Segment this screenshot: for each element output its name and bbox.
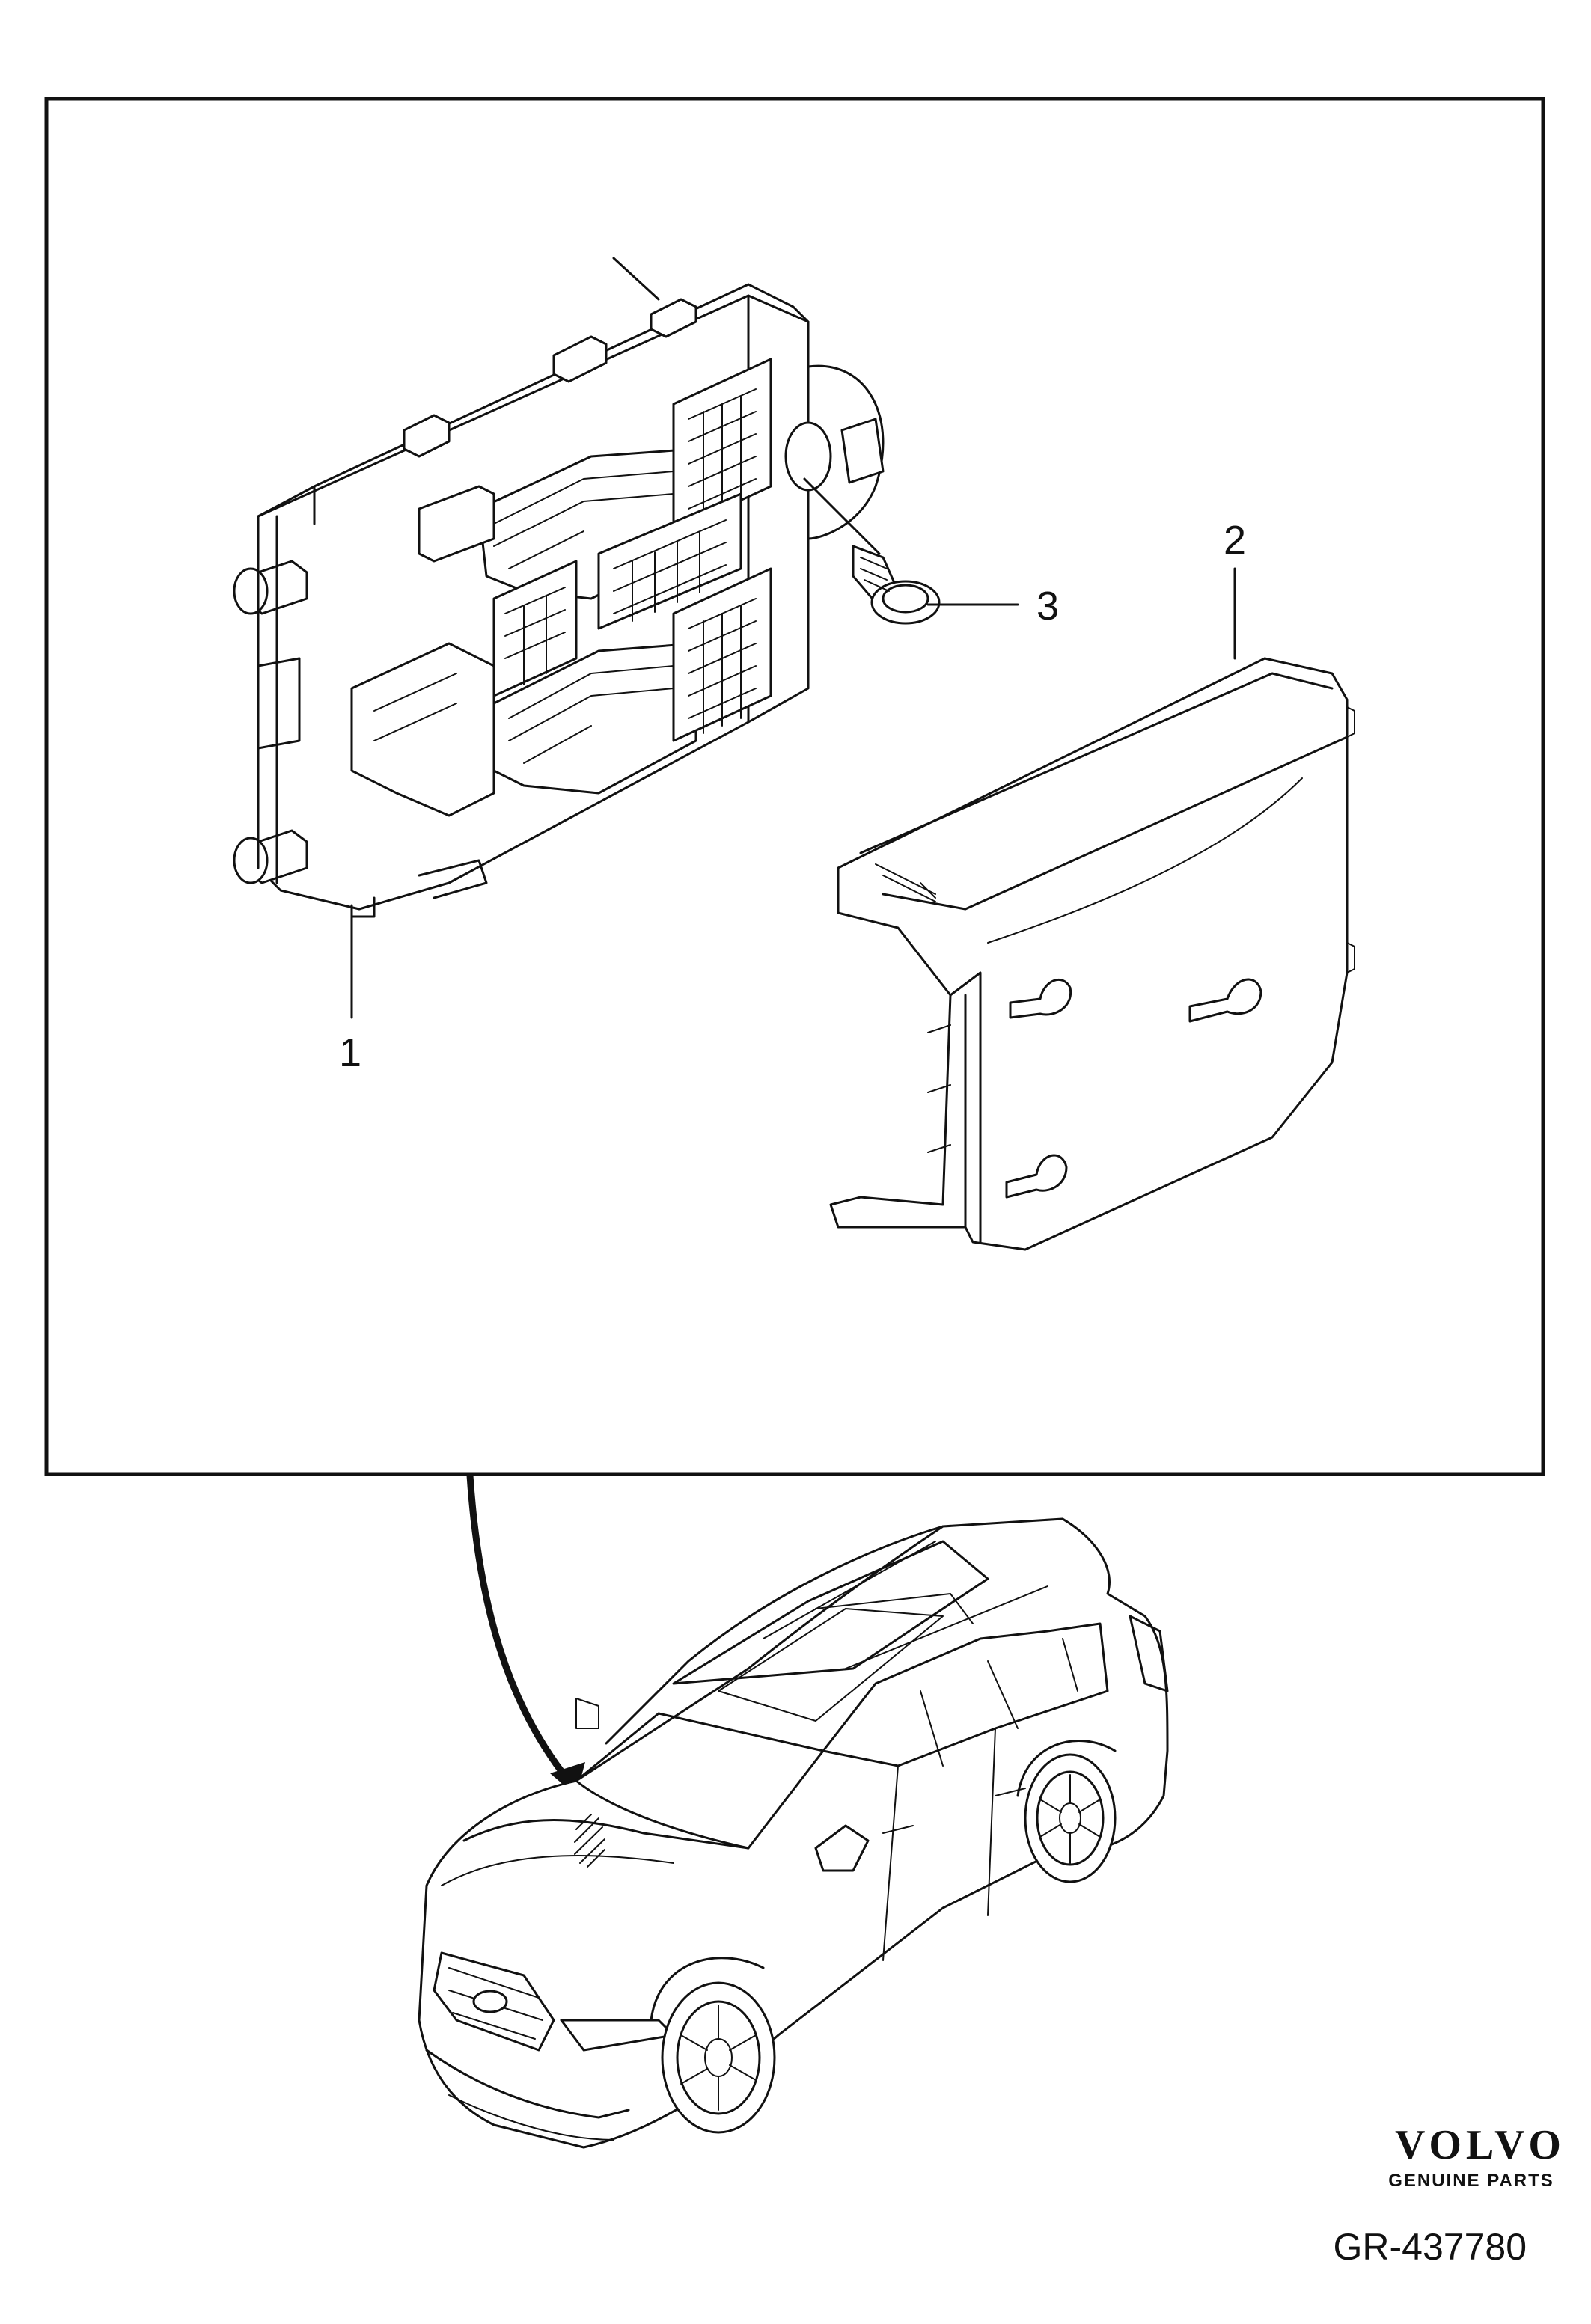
brand-tagline: GENUINE PARTS xyxy=(1388,2171,1554,2191)
brand-logo: VOLVO GENUINE PARTS xyxy=(1388,2122,1566,2191)
callout-2: 2 xyxy=(1224,518,1246,563)
part-3-screw xyxy=(803,477,941,625)
brand-wordmark: VOLVO xyxy=(1395,2122,1566,2168)
keyhole-slot-3 xyxy=(1005,1154,1068,1199)
fuse-block-right-upper xyxy=(672,358,772,533)
location-arrow xyxy=(466,1472,585,1796)
detail-frame xyxy=(44,97,1545,1476)
figure-reference: GR-437780 xyxy=(1334,2226,1527,2268)
callout-3: 3 xyxy=(1036,584,1059,629)
keyhole-slot-2 xyxy=(1188,978,1262,1023)
front-wheel xyxy=(650,1957,776,2134)
vehicle-illustration xyxy=(418,1517,1169,2149)
callout-1: 1 xyxy=(339,1030,361,1075)
fuse-block-right-lower xyxy=(672,567,772,742)
fuse-block-left xyxy=(492,560,578,697)
part-1-control-module xyxy=(233,283,885,918)
grille xyxy=(433,1951,555,2052)
rear-wheel xyxy=(1016,1740,1117,1883)
grommet xyxy=(784,364,885,540)
part-2-cover xyxy=(829,657,1355,1251)
keyhole-slot-1 xyxy=(1009,978,1072,1019)
fuse-block-center xyxy=(597,492,742,630)
